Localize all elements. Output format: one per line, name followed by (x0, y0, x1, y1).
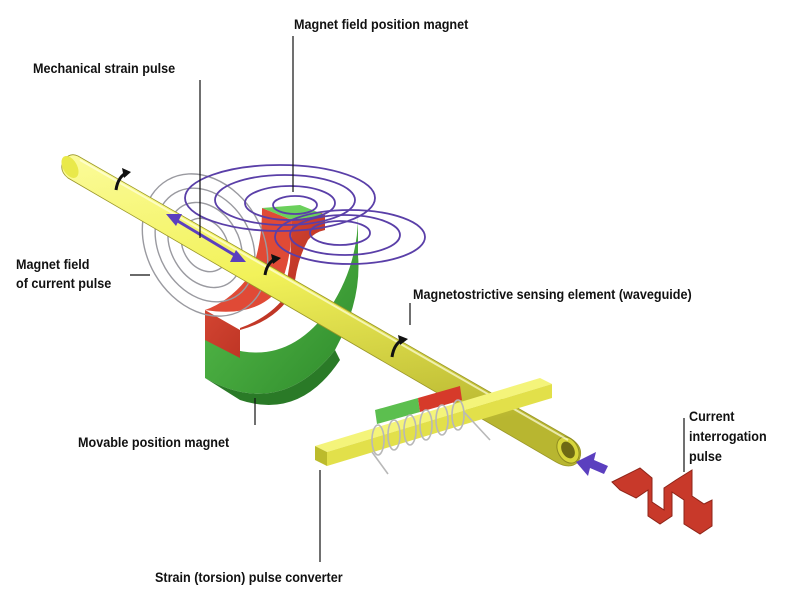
label-magnet-field-position-magnet: Magnet field position magnet (294, 16, 469, 32)
label-mechanical-strain-pulse: Mechanical strain pulse (33, 60, 176, 76)
rod-end-hollow (561, 441, 575, 459)
magnet-red-section (205, 212, 325, 358)
label-magnet-field-current-pulse-line2: of current pulse (16, 275, 112, 291)
rod-start-cap (61, 156, 79, 178)
current-pulse-field-lines (141, 173, 269, 317)
magnet-field-ring (289, 214, 401, 256)
magnet-field-ring (272, 195, 318, 215)
current-direction-arrows (114, 168, 408, 358)
current-field-ring (154, 187, 256, 303)
current-field-ring (167, 201, 243, 289)
magnet-field-ring (214, 174, 356, 226)
rotation-arrow-icon (114, 168, 131, 191)
rotation-arrow-icon (390, 335, 408, 358)
leader-lines (130, 36, 685, 562)
label-strain-pulse-converter: Strain (torsion) pulse converter (155, 569, 343, 585)
converter-bar-front (315, 446, 327, 466)
converter-magnet-green (375, 398, 420, 424)
converter-magnet-red (418, 386, 462, 412)
label-magnet-field-current-pulse-line1: Magnet field (16, 256, 90, 272)
magnet-field-ring (309, 220, 371, 246)
label-movable-position-magnet: Movable position magnet (78, 434, 230, 450)
current-field-ring (141, 173, 269, 317)
magnet-green-front-face (205, 215, 359, 394)
strain-pulse-double-arrow (166, 214, 246, 262)
magnet-field-ring (274, 209, 426, 265)
interrogation-input-arrow (576, 452, 608, 476)
position-magnet-field-lines (184, 164, 426, 265)
label-current-interrogation-line3: pulse (689, 448, 722, 464)
rod-highlight (79, 159, 569, 441)
converter-bar-top (315, 378, 552, 452)
rod-body (61, 154, 582, 467)
magnet-green-top (262, 205, 325, 220)
waveguide-rod (61, 154, 582, 467)
label-magnetostrictive-element: Magnetostrictive sensing element (wavegu… (413, 286, 692, 302)
label-current-interrogation-line1: Current (689, 408, 735, 424)
magnet-field-ring (184, 164, 376, 232)
label-current-interrogation-line2: interrogation (689, 428, 767, 444)
magnet-green-side (205, 350, 340, 405)
strain-pulse-converter (315, 378, 552, 475)
pickup-coil (371, 399, 491, 475)
rotation-arrow-icon (263, 254, 281, 276)
current-interrogation-pulse-shape (611, 467, 713, 535)
